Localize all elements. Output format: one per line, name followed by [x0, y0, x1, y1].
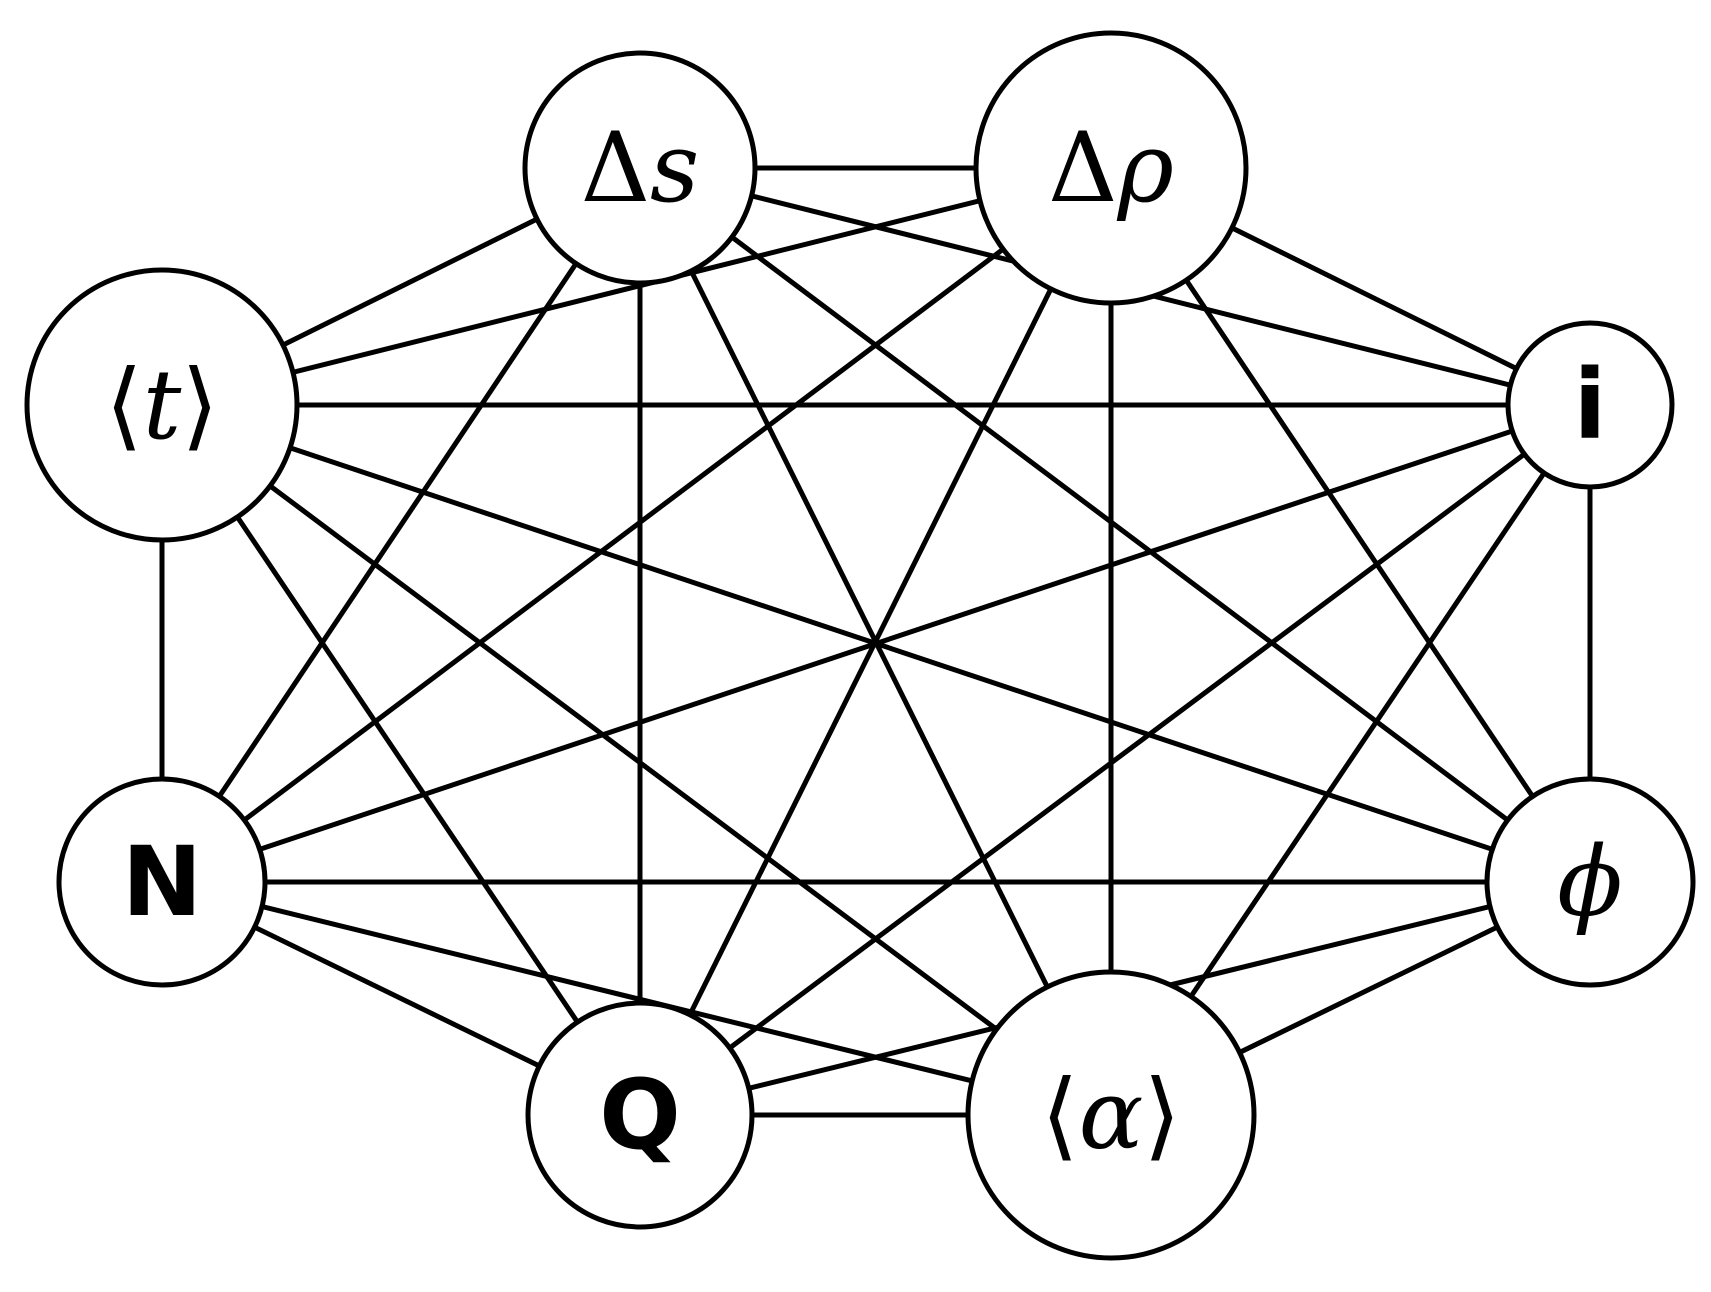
node-Q: Q: [525, 1000, 755, 1230]
edge-ds-phi: [638, 166, 1592, 884]
node-label-t: ⟨t⟩: [105, 349, 218, 461]
edges-layer: [159, 165, 1593, 1118]
node-ds: Δs: [522, 50, 758, 286]
node-label-part: N: [122, 826, 202, 938]
node-label-ds: Δs: [581, 112, 700, 224]
node-circle-phi: [1484, 776, 1696, 988]
node-label-part: α: [1079, 1059, 1144, 1171]
node-label-alpha: ⟨α⟩: [1041, 1059, 1181, 1171]
edge-i-Q: [638, 402, 1592, 1118]
edge-i-N: [161, 402, 1591, 885]
node-circle-N: [56, 776, 268, 988]
node-label-drho: Δρ: [1048, 112, 1174, 224]
edge-drho-phi: [1108, 166, 1593, 884]
node-alpha: ⟨α⟩: [965, 969, 1257, 1261]
node-label-part: ⟩: [1143, 1059, 1180, 1171]
node-label-part: Δ: [1048, 112, 1117, 224]
edge-drho-N: [160, 166, 1113, 884]
node-label-part: ⟩: [181, 349, 218, 461]
node-label-part: ⟨: [1041, 1059, 1078, 1171]
node-circle-alpha: [965, 969, 1257, 1261]
node-label-part: t: [143, 349, 182, 461]
node-label-part: ρ: [1116, 112, 1173, 224]
edge-t-alpha: [160, 402, 1113, 1118]
node-circle-t: [24, 267, 300, 543]
node-label-phi: ϕ: [1557, 826, 1622, 938]
node-circle-Q: [525, 1000, 755, 1230]
node-circle-drho: [973, 30, 1249, 306]
edge-ds-N: [159, 166, 643, 884]
node-phi: ϕ: [1484, 776, 1696, 988]
node-label-part: i: [1574, 349, 1607, 461]
node-t: ⟨t⟩: [24, 267, 300, 543]
node-i: i: [1505, 320, 1675, 490]
node-label-part: ϕ: [1557, 826, 1622, 938]
node-circle-ds: [522, 50, 758, 286]
node-label-i: i: [1574, 349, 1607, 461]
edge-N-alpha: [161, 879, 1112, 1118]
edge-t-Q: [159, 403, 643, 1117]
node-label-part: s: [650, 112, 699, 224]
node-label-part: Q: [599, 1059, 681, 1171]
node-circle-i: [1505, 320, 1675, 490]
node-label-part: Δ: [581, 112, 650, 224]
node-drho: Δρ: [973, 30, 1249, 306]
node-label-N: N: [122, 826, 202, 938]
edge-drho-t: [161, 165, 1112, 408]
node-label-Q: Q: [599, 1059, 681, 1171]
node-N: N: [56, 776, 268, 988]
node-label-part: ⟨: [105, 349, 142, 461]
